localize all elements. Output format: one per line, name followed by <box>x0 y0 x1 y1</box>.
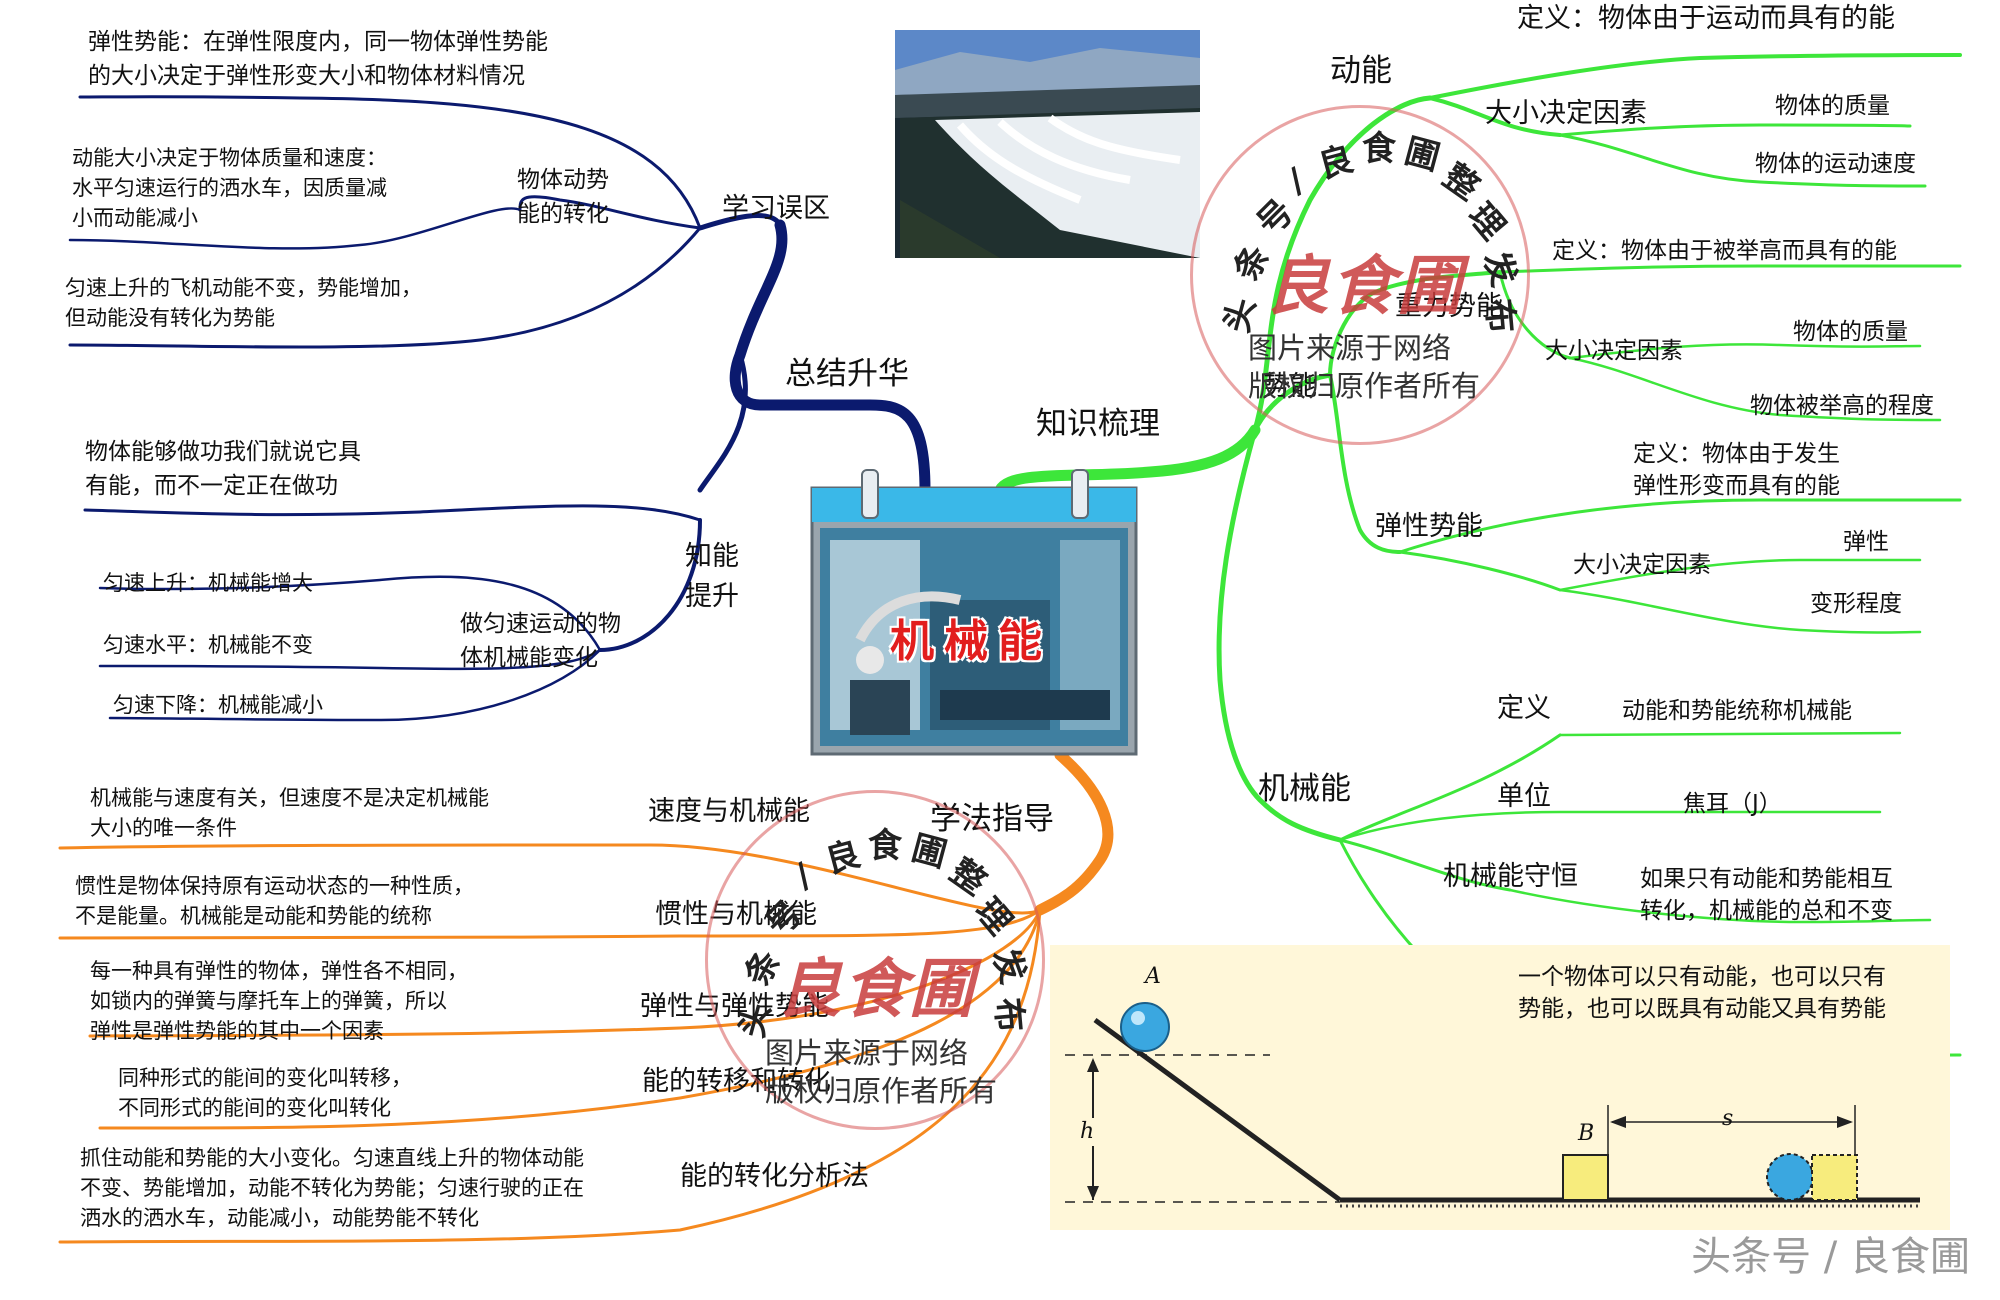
physics-figure <box>1050 945 1950 1230</box>
uniform-down: 匀速下降：机械能减小 <box>113 693 323 717</box>
figure-label-s: s <box>1722 1106 1734 1131</box>
figure-label-b: B <box>1578 1121 1595 1146</box>
elastic-factors-label: 大小决定因素 <box>1573 552 1711 578</box>
figure-label-a: A <box>1145 964 1161 989</box>
branch-summary: 总结升华 <box>785 356 909 392</box>
method-item-5-line3: 洒水的洒水车，动能减小，动能势能不转化 <box>80 1206 479 1230</box>
method-item-4-line1: 同种形式的能间的变化叫转移， <box>118 1066 412 1090</box>
node-uniform-motion-line2: 体机械能变化 <box>460 645 598 671</box>
kinetic-factor-speed: 物体的运动速度 <box>1755 151 1916 177</box>
wm2-char: 布 <box>987 996 1030 1034</box>
mistake-elastic-note-line1: 弹性势能：在弹性限度内，同一物体弹性势能 <box>88 29 548 55</box>
node-learning-mistakes: 学习误区 <box>722 193 830 224</box>
method-item-2-line2: 不是能量。机械能是动能和势能的统称 <box>75 904 432 928</box>
center-title: 机械能 <box>890 616 1052 667</box>
method-item-5-line1: 抓住动能和势能的大小变化。匀速直线上升的物体动能 <box>80 1146 584 1170</box>
figure-label-h: h <box>1080 1118 1095 1146</box>
branch-knowledge-review: 知识梳理 <box>1036 406 1160 442</box>
method-item-3-line3: 弹性是弹性势能的其中一个因素 <box>90 1019 384 1043</box>
watermark-source-line1: 图片来源于网络 <box>1248 331 1452 365</box>
navy-branch <box>68 95 931 722</box>
kinetic-factors-label: 大小决定因素 <box>1485 98 1647 129</box>
watermark-logo: 良食圃 <box>1265 249 1463 324</box>
wm1-char: 布 <box>1478 297 1521 335</box>
wm1-char: 食 <box>1362 129 1396 169</box>
conversion-note2-line1: 匀速上升的飞机动能不变，势能增加， <box>65 276 422 300</box>
watermark-ring <box>1190 105 1530 445</box>
ability-note-line2: 有能，而不一定正在做功 <box>85 473 338 499</box>
node-mechanical-energy: 机械能 <box>1258 771 1351 807</box>
method-item-5-label: 能的转化分析法 <box>680 1161 869 1192</box>
wm2-char: 食 <box>868 826 902 866</box>
method-item-2-line1: 惯性是物体保持原有运动状态的一种性质， <box>75 874 474 898</box>
gravity-factor-height: 物体被举高的程度 <box>1750 393 1934 419</box>
method-item-3-line2: 如锁内的弹簧与摩托车上的弹簧，所以 <box>90 989 447 1013</box>
conversion-note1-line1: 动能大小决定于物体质量和速度： <box>72 146 387 170</box>
method-item-1-line1: 机械能与速度有关，但速度不是决定机械能 <box>90 786 489 810</box>
mechanical-definition-text: 动能和势能统称机械能 <box>1622 698 1852 724</box>
method-item-4-line2: 不同形式的能间的变化叫转化 <box>118 1096 391 1120</box>
watermark-source-line2: 版权归原作者所有 <box>765 1074 998 1108</box>
gravity-factor-mass: 物体的质量 <box>1793 319 1908 345</box>
node-energy-conversion-line1: 物体动势 <box>517 167 609 193</box>
watermark-ring <box>705 790 1045 1130</box>
elastic-definition-line1: 定义：物体由于发生 <box>1633 441 1840 467</box>
center-card <box>810 469 1138 756</box>
gravity-definition: 定义：物体由于被举高而具有的能 <box>1552 238 1897 264</box>
method-item-3-line1: 每一种具有弹性的物体，弹性各不相同， <box>90 959 468 983</box>
conversion-note1-line2: 水平匀速运行的洒水车，因质量减 <box>72 176 387 200</box>
node-ability-line2: 提升 <box>685 581 739 612</box>
node-ability-line1: 知能 <box>685 541 739 572</box>
method-item-1-line2: 大小的唯一条件 <box>90 816 237 840</box>
gravity-factors-label: 大小决定因素 <box>1545 338 1683 364</box>
footer-watermark: 头条号 / 良食圃 <box>1691 1234 1970 1280</box>
mechanical-note-line2: 势能，也可以既具有动能又具有势能 <box>1518 996 1886 1022</box>
elastic-definition-line2: 弹性形变而具有的能 <box>1633 473 1840 499</box>
watermark-source-line1: 图片来源于网络 <box>765 1036 969 1070</box>
kinetic-definition: 定义：物体由于运动而具有的能 <box>1517 3 1895 34</box>
uniform-level: 匀速水平：机械能不变 <box>103 633 313 657</box>
mechanical-conservation-label: 机械能守恒 <box>1443 861 1578 892</box>
method-item-5-line2: 不变、势能增加，动能不转化为势能；匀速行驶的正在 <box>80 1176 584 1200</box>
node-uniform-motion-line1: 做匀速运动的物 <box>460 611 621 637</box>
node-kinetic-energy: 动能 <box>1330 53 1392 89</box>
dam-photo <box>895 30 1200 258</box>
ability-note-line1: 物体能够做功我们就说它具 <box>85 439 361 465</box>
elastic-factor-elasticity: 弹性 <box>1843 529 1889 555</box>
mechanical-unit-label: 单位 <box>1497 781 1551 812</box>
mechanical-note-line1: 一个物体可以只有动能，也可以只有 <box>1518 964 1886 990</box>
mechanical-unit-text: 焦耳（J） <box>1683 791 1782 817</box>
watermark-source-line2: 版权归原作者所有 <box>1248 369 1481 403</box>
watermark-stamp-2: 头 条 号 / 良 食 圃 整 理 发 布 良食圃 图片来源于网络 版权归原作者… <box>705 790 1045 1130</box>
mechanical-conservation-line2: 转化，机械能的总和不变 <box>1640 898 1893 924</box>
watermark-stamp-1: 头 条 号 / 良 食 圃 整 理 发 布 良食圃 图片来源于网络 版权归原作者… <box>1190 105 1530 445</box>
uniform-up: 匀速上升：机械能增大 <box>103 571 313 595</box>
mechanical-conservation-line1: 如果只有动能和势能相互 <box>1640 866 1893 892</box>
mechanical-definition-label: 定义 <box>1497 693 1551 724</box>
conversion-note1-line3: 小而动能减小 <box>72 206 198 230</box>
node-elastic-potential: 弹性势能 <box>1375 511 1483 542</box>
watermark-logo: 良食圃 <box>777 952 975 1027</box>
node-energy-conversion-line2: 能的转化 <box>517 201 609 227</box>
mistake-elastic-note-line2: 的大小决定于弹性形变大小和物体材料情况 <box>88 63 525 89</box>
elastic-factor-deformation: 变形程度 <box>1810 591 1902 617</box>
kinetic-factor-mass: 物体的质量 <box>1775 93 1890 119</box>
conversion-note2-line2: 但动能没有转化为势能 <box>65 306 275 330</box>
